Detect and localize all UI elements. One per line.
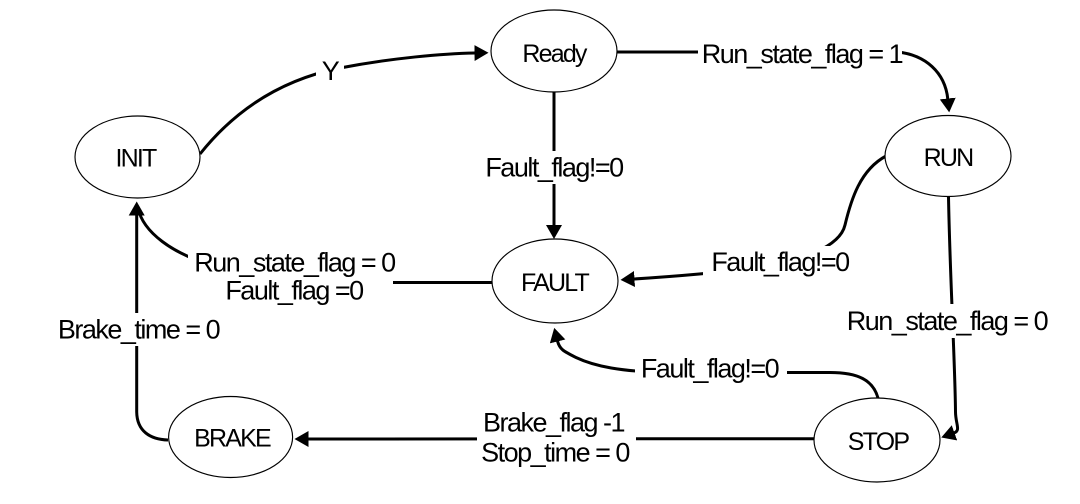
svg-text:Fault_flag!=0: Fault_flag!=0 (641, 354, 779, 384)
svg-text:Brake_time = 0: Brake_time = 0 (58, 315, 220, 345)
svg-text:Y: Y (322, 56, 340, 86)
svg-text:FAULT: FAULT (521, 269, 589, 297)
svg-text:Ready: Ready (522, 40, 588, 68)
svg-text:Fault_flag!=0: Fault_flag!=0 (485, 153, 623, 183)
svg-text:Fault_flag =0: Fault_flag =0 (225, 276, 363, 306)
svg-text:Stop_time = 0: Stop_time = 0 (481, 438, 629, 468)
svg-text:BRAKE: BRAKE (194, 425, 271, 453)
svg-text:Run_state_flag = 0: Run_state_flag = 0 (194, 248, 395, 278)
svg-text:INIT: INIT (115, 145, 157, 173)
svg-text:Run_state_flag = 1: Run_state_flag = 1 (702, 39, 903, 69)
svg-text:RUN: RUN (924, 144, 974, 172)
svg-text:Fault_flag!=0: Fault_flag!=0 (711, 247, 849, 277)
svg-text:Run_state_flag = 0: Run_state_flag = 0 (847, 306, 1048, 336)
svg-text:Brake_flag -1: Brake_flag -1 (483, 408, 625, 438)
svg-text:STOP: STOP (848, 428, 910, 456)
